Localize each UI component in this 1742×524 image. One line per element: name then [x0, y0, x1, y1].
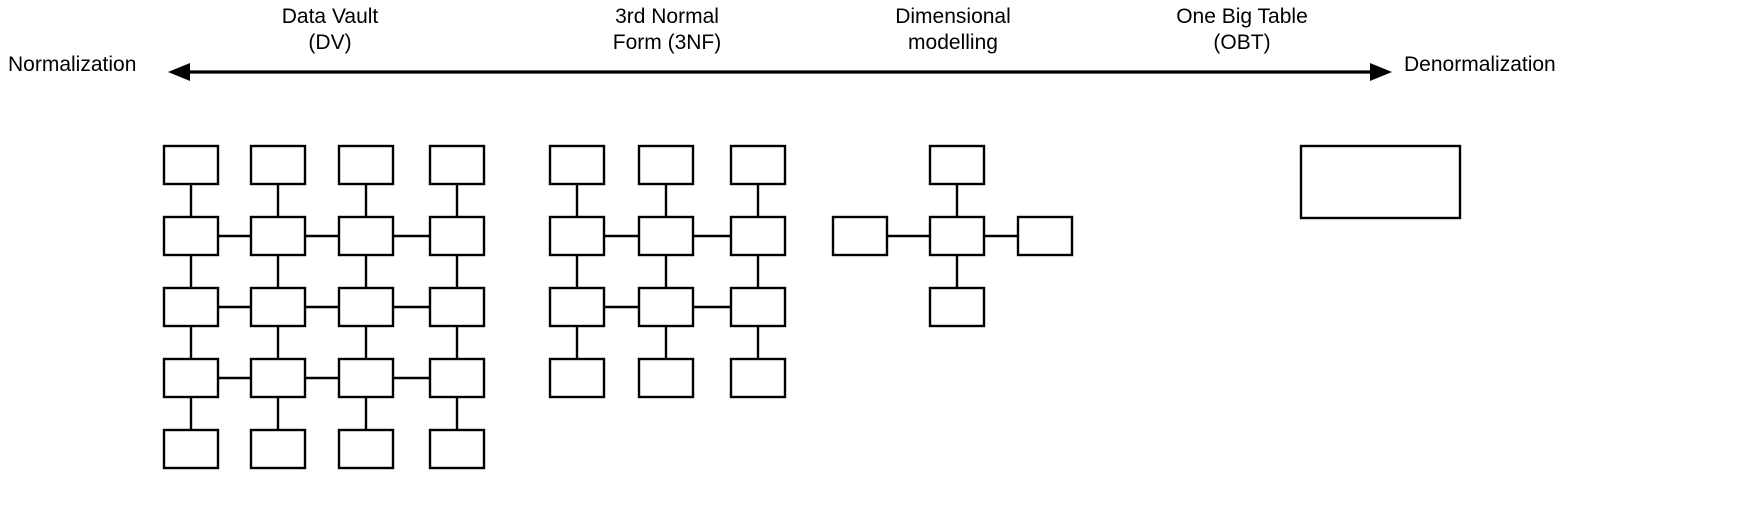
table-box — [637, 357, 695, 399]
approach-title-third-normal-form: 3rd Normal Form (3NF) — [612, 5, 722, 54]
dimension-table-box — [928, 144, 986, 186]
table-box — [162, 215, 220, 257]
axis-label-denormalization: Denormalization — [1404, 53, 1556, 76]
spectrum-arrow — [168, 63, 1392, 81]
table-box — [729, 357, 787, 399]
table-box — [428, 144, 486, 186]
table-box — [162, 286, 220, 328]
table-box — [428, 428, 486, 470]
table-box — [729, 144, 787, 186]
data-vault-graph — [162, 144, 486, 470]
one-big-table-box — [1299, 144, 1462, 220]
arrow-head-left-icon — [168, 63, 190, 81]
table-box — [548, 357, 606, 399]
approach-title-data-vault: Data Vault (DV) — [281, 5, 379, 54]
table-box — [337, 286, 395, 328]
table-box — [337, 428, 395, 470]
table-box — [249, 286, 307, 328]
table-box — [637, 215, 695, 257]
table-box — [637, 286, 695, 328]
table-box — [428, 357, 486, 399]
table-box — [548, 215, 606, 257]
table-box — [337, 144, 395, 186]
table-box — [249, 215, 307, 257]
dimension-table-box — [831, 215, 889, 257]
dimension-table-box — [928, 286, 986, 328]
approach-title-dimensional-modelling: Dimensional modelling — [895, 5, 1011, 54]
dimensional-modelling-graph — [831, 144, 1074, 328]
table-box — [729, 286, 787, 328]
table-box — [548, 144, 606, 186]
table-box — [548, 286, 606, 328]
table-box — [428, 286, 486, 328]
table-box — [729, 215, 787, 257]
table-box — [162, 428, 220, 470]
third-normal-form-graph — [548, 144, 787, 399]
axis-label-normalization: Normalization — [8, 53, 137, 76]
table-box — [337, 215, 395, 257]
table-box — [637, 144, 695, 186]
table-box — [249, 144, 307, 186]
table-box — [337, 357, 395, 399]
table-box — [249, 357, 307, 399]
table-box — [162, 144, 220, 186]
approach-title-one-big-table: One Big Table (OBT) — [1176, 5, 1308, 54]
table-box — [249, 428, 307, 470]
table-box — [162, 357, 220, 399]
one-big-table-graph — [1299, 144, 1462, 220]
arrow-head-right-icon — [1370, 63, 1392, 81]
dimension-table-box — [1016, 215, 1074, 257]
table-box — [428, 215, 486, 257]
fact-table-box — [928, 215, 986, 257]
